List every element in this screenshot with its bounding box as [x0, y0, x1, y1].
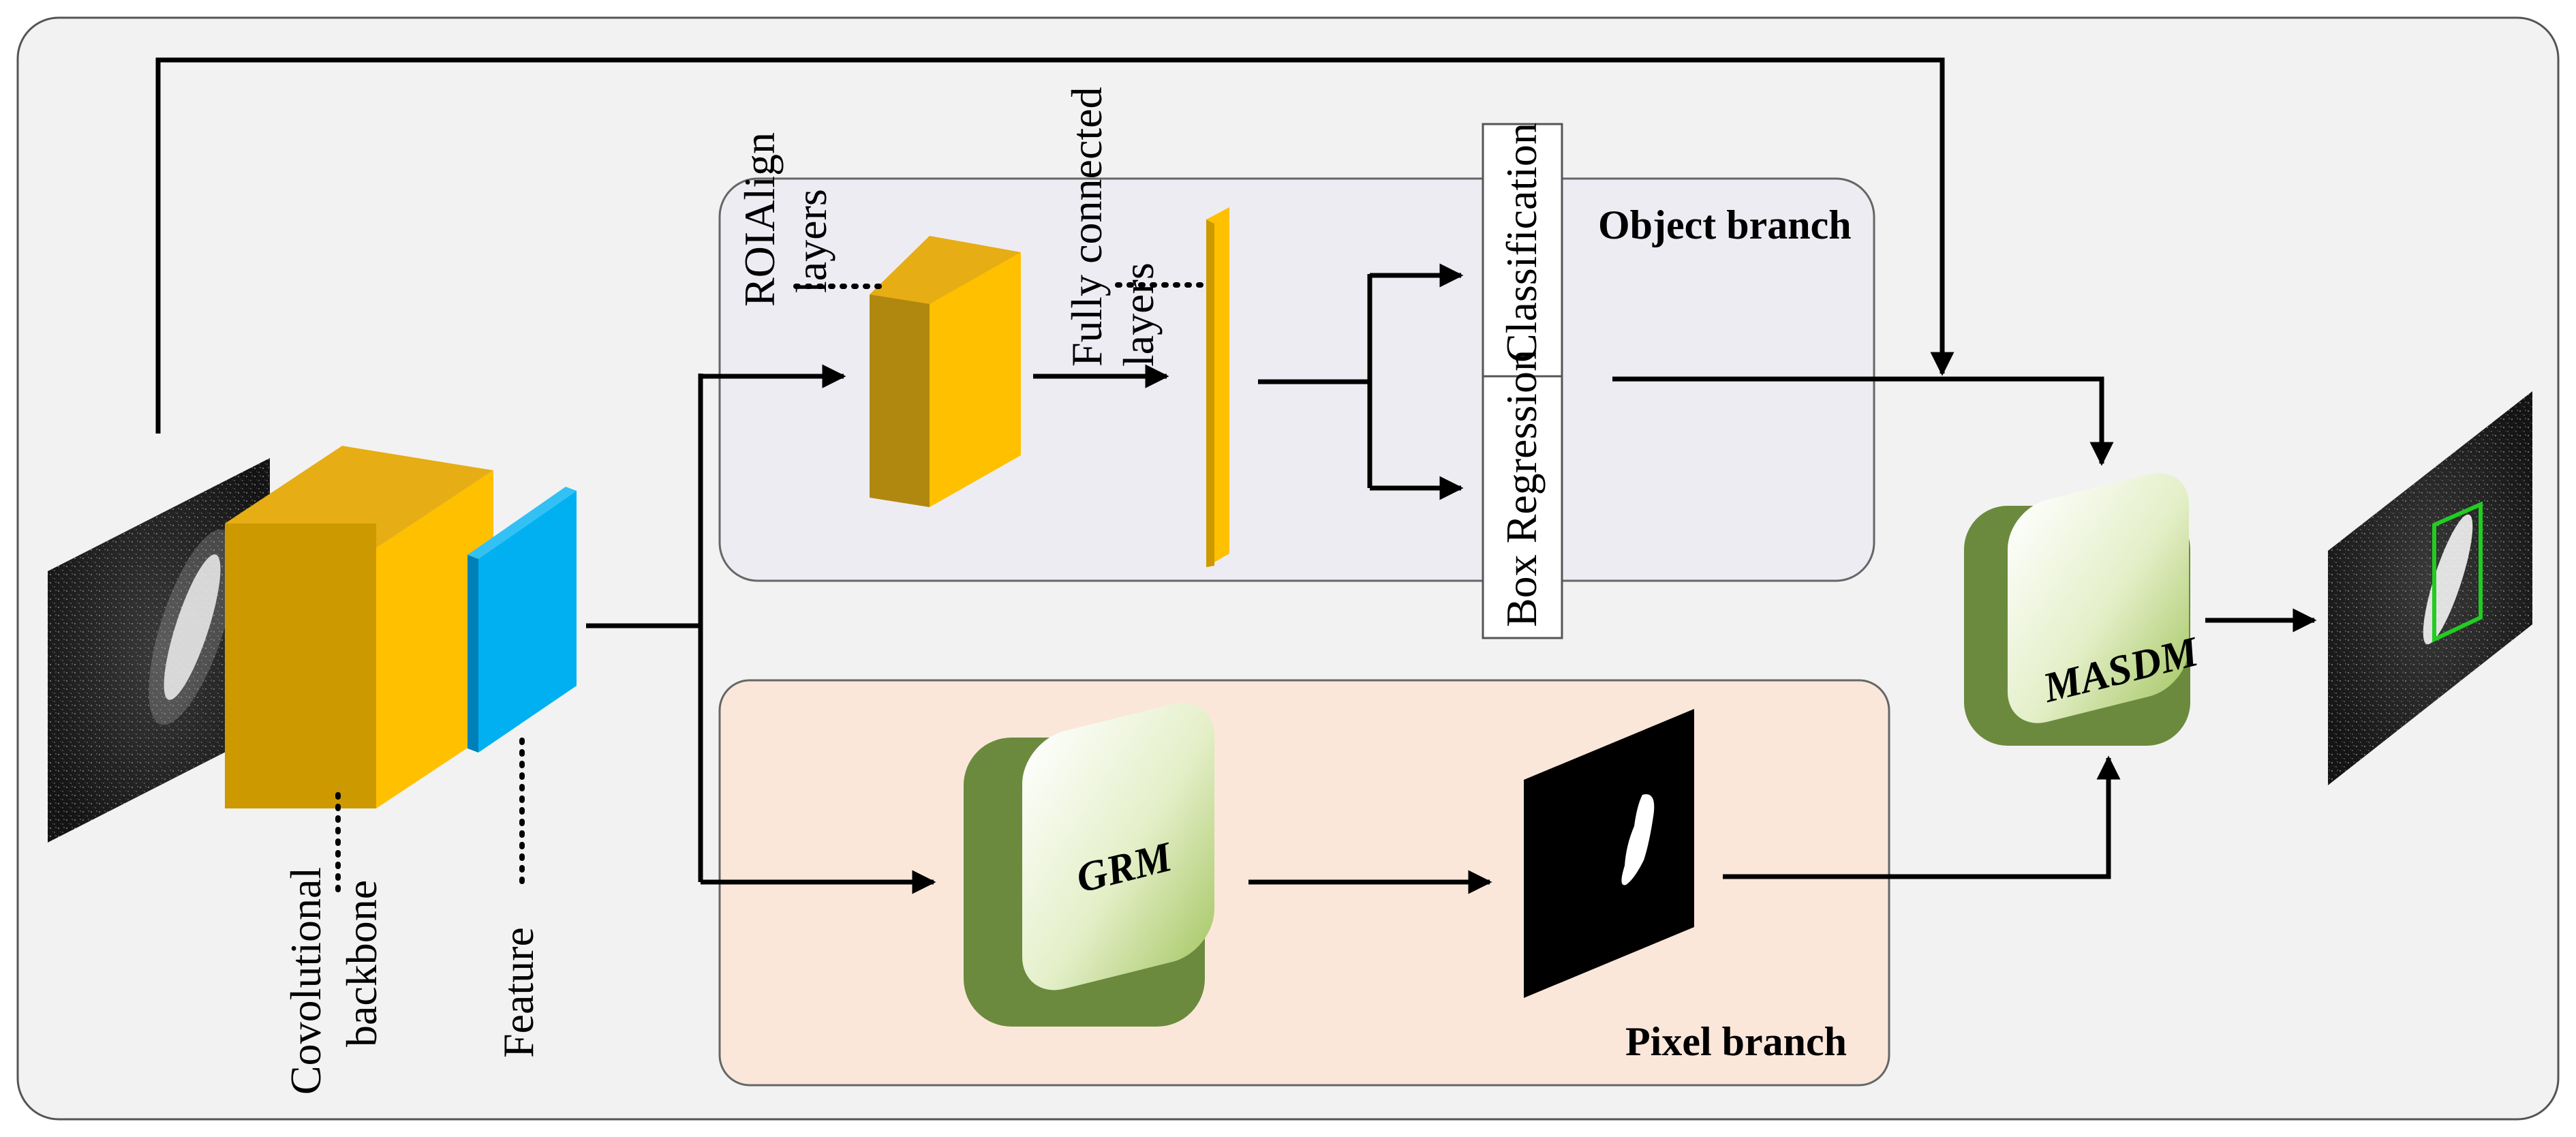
classification-box	[1482, 123, 1563, 378]
mask-to-masdm-arrow	[1723, 755, 2121, 879]
roialign-label: ROIAlign layers	[735, 121, 835, 307]
roialign-block	[870, 236, 1021, 507]
input-image	[48, 458, 270, 843]
classification-label: Classification	[1497, 123, 1546, 363]
feature-label: Feature	[494, 927, 542, 1058]
backbone-label: Covolutional backbone	[281, 856, 386, 1095]
fc-label: Fully connected layers	[1062, 76, 1163, 367]
box-regression-box	[1482, 375, 1563, 639]
skip-connection	[155, 57, 1954, 434]
detection-box	[2432, 501, 2483, 643]
masdm-module	[1964, 472, 2190, 746]
mask-image	[1524, 709, 1694, 998]
object-branch-label: Object branch	[1598, 202, 1852, 247]
output-image	[2328, 391, 2532, 785]
feature-map-block	[467, 487, 577, 753]
fully-connected-block	[1206, 207, 1229, 567]
grm-module	[964, 703, 1214, 1027]
head-to-masdm-arrow	[1612, 376, 2114, 466]
pixel-branch-label: Pixel branch	[1625, 1019, 1847, 1064]
box-regression-label: Box Regression	[1497, 350, 1546, 627]
convolutional-backbone-block	[225, 446, 493, 808]
